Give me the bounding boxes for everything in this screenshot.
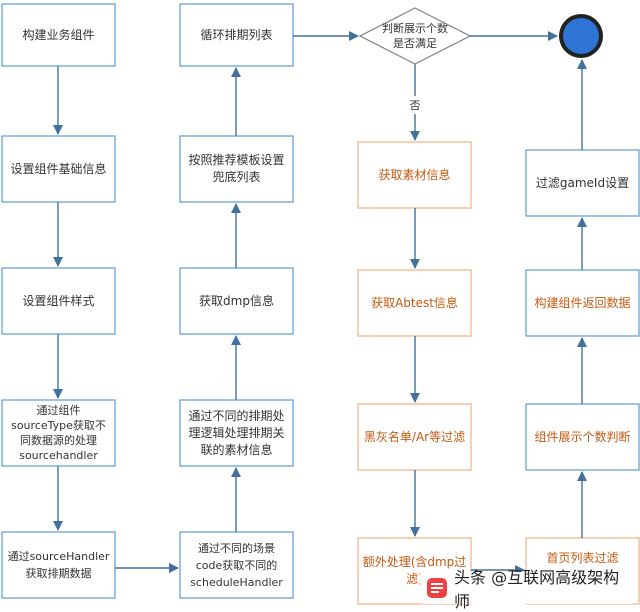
box-get-abtest-info <box>357 269 472 337</box>
label-get-schedule-handler: 通过不同的场景 code获取不同的 scheduleHandler <box>190 541 283 589</box>
box-blacklist-filter <box>357 403 472 471</box>
label-get-material-info: 获取素材信息 <box>378 167 451 182</box>
label-decision-no: 否 <box>400 96 430 114</box>
end-node-inner <box>563 18 599 54</box>
box-filter-gameid <box>525 149 640 217</box>
box-get-dmp-info <box>179 267 294 335</box>
label-loop-schedule-list: 循环排期列表 <box>200 27 273 42</box>
label-blacklist-filter: 黑灰名单/Ar等过滤 <box>363 429 466 444</box>
box-process-schedule-logic <box>179 399 294 467</box>
box-build-business-component <box>1 3 116 67</box>
label-component-count-judge: 组件展示个数判断 <box>534 429 631 444</box>
connectors <box>53 31 587 575</box>
box-set-fallback-list <box>179 135 294 203</box>
box-set-component-basic-info <box>1 135 116 203</box>
label-first-page-filter: 首页列表过滤 <box>546 550 619 565</box>
label-filter-gameid: 过滤gameId设置 <box>535 175 630 190</box>
box-get-schedule-data <box>1 531 116 599</box>
label-set-fallback-list: 按照推荐模板设置 兜底列表 <box>188 153 285 184</box>
box-get-schedule-handler <box>179 531 294 599</box>
box-source-type-handler <box>1 399 116 467</box>
box-set-component-style <box>1 267 116 335</box>
label-set-component-basic-info: 设置组件基础信息 <box>10 161 107 176</box>
label-extra-processing: 额外处理(含dmp过 滤) <box>362 555 467 586</box>
label-set-component-style: 设置组件样式 <box>22 293 95 308</box>
box-loop-schedule-list <box>179 3 294 67</box>
label-get-schedule-data: 通过sourceHandler 获取排期数据 <box>7 550 110 580</box>
toutiao-logo-icon <box>426 577 448 599</box>
label-build-component-return: 构建组件返回数据 <box>534 295 631 310</box>
watermark-text: 头条 @互联网高级架构师 <box>454 568 620 611</box>
box-component-count-judge <box>525 403 640 471</box>
box-get-material-info <box>357 141 472 209</box>
label-build-business-component: 构建业务组件 <box>22 27 95 42</box>
watermark: 头条 @互联网高级架构师 <box>420 568 635 611</box>
label-decision: 判断展示个数 是否满足 <box>382 22 448 50</box>
box-build-component-return <box>525 269 640 337</box>
label-source-type-handler: 通过组件 sourceType获取不 同数据源的处理 sourcehandler <box>11 404 106 462</box>
label-process-schedule-logic: 通过不同的排期处 理逻辑处理排期关 联的素材信息 <box>188 408 285 457</box>
label-get-abtest-info: 获取Abtest信息 <box>371 295 458 310</box>
label-get-dmp-info: 获取dmp信息 <box>199 293 274 308</box>
